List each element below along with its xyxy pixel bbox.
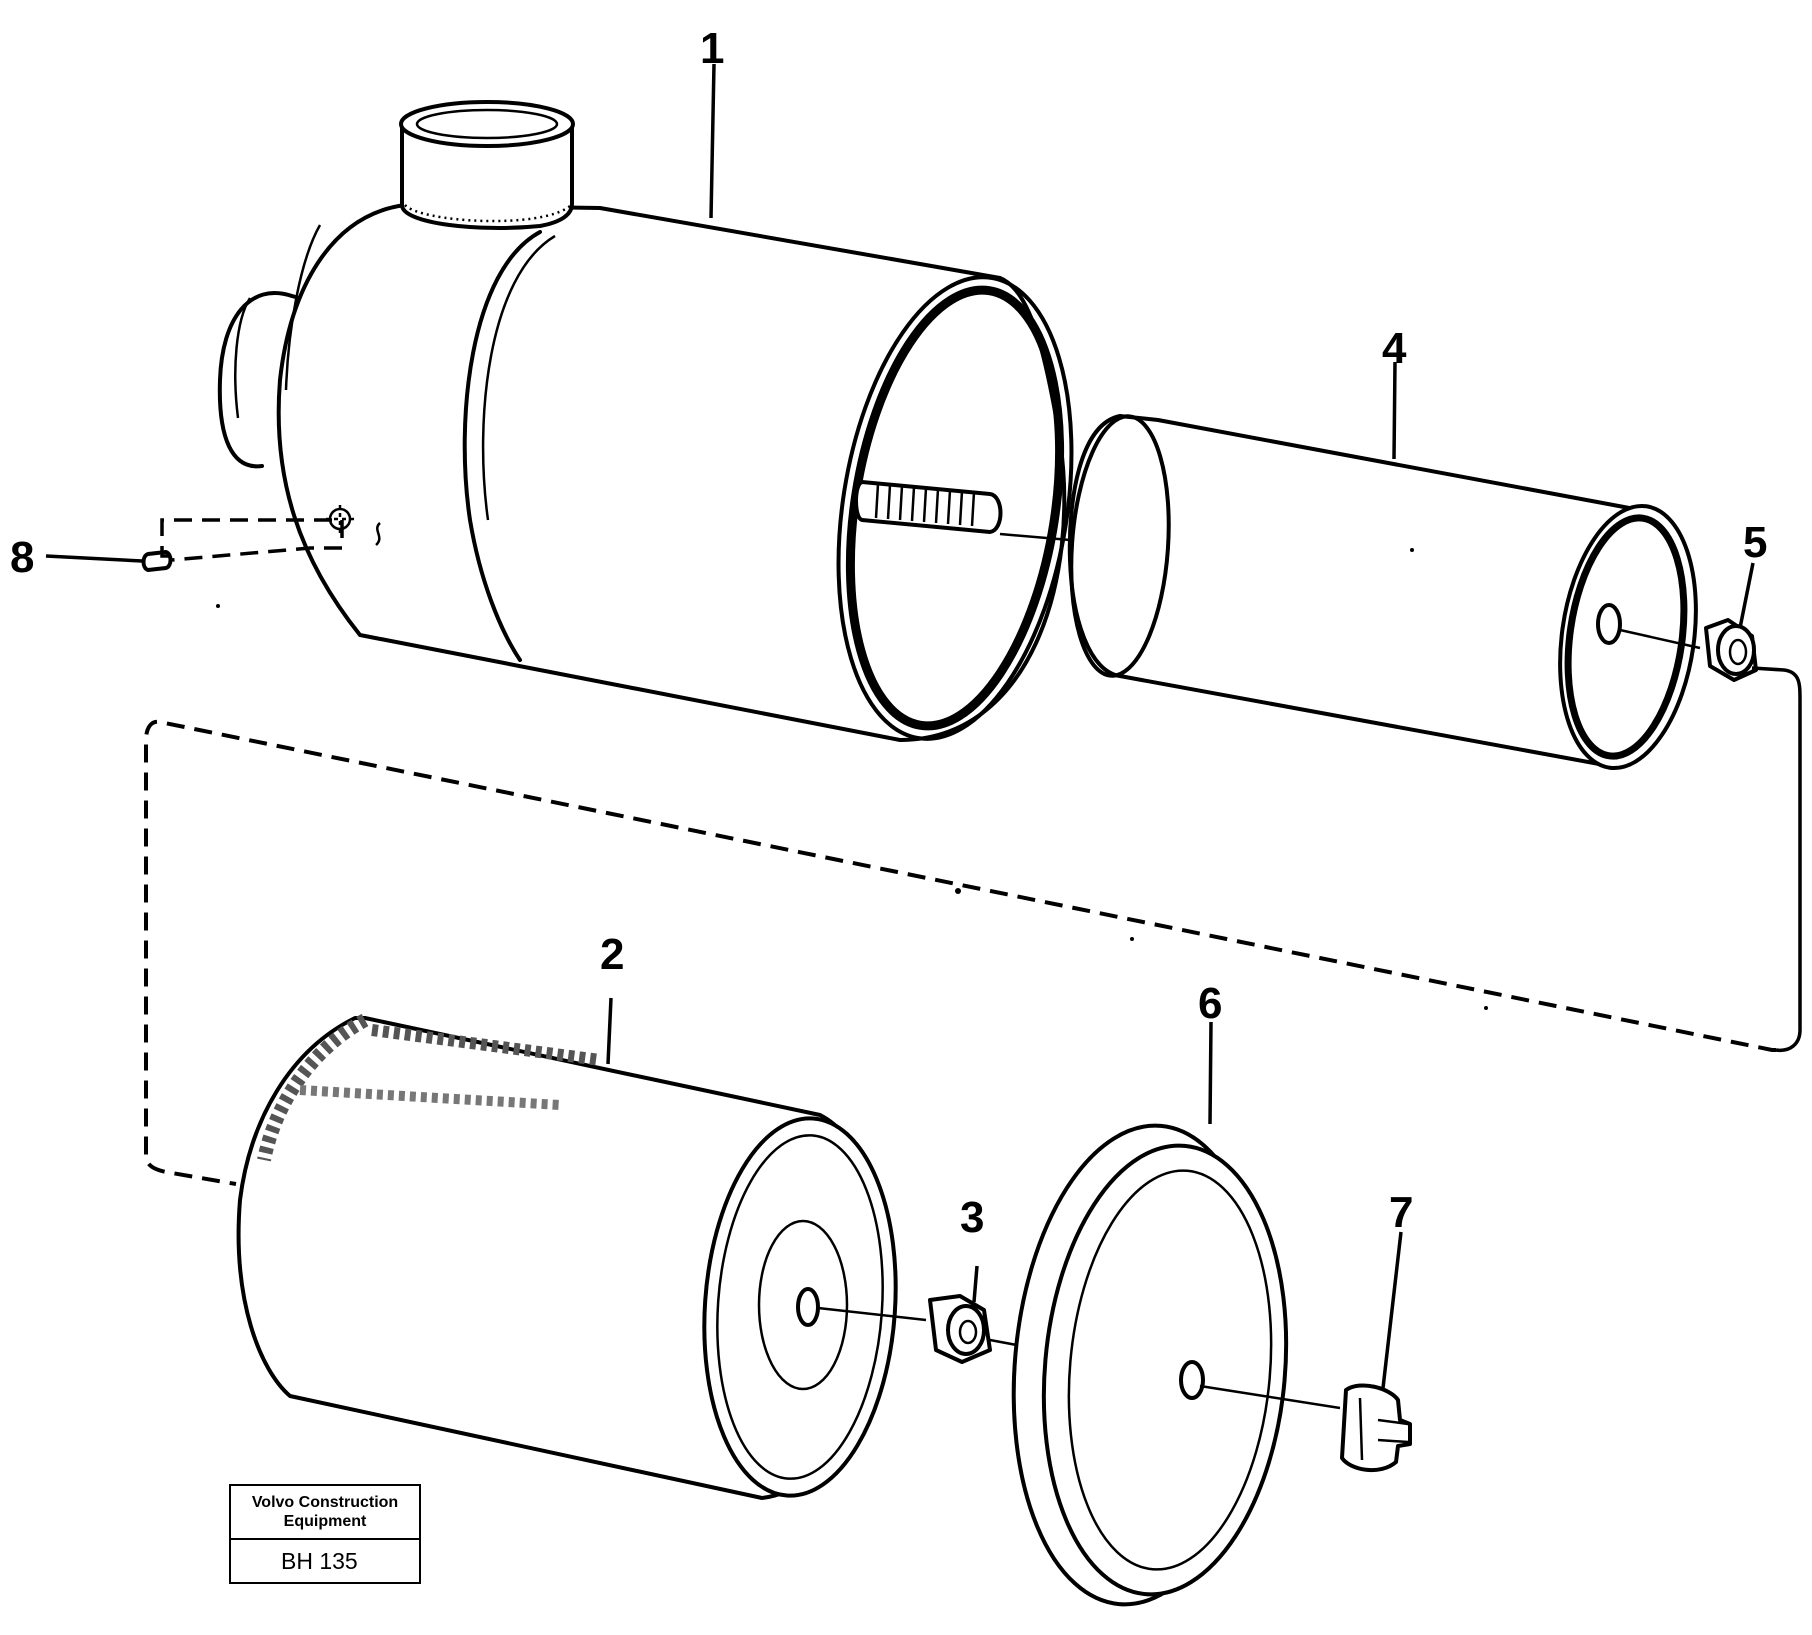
title-block: Volvo Construction Equipment BH 135 xyxy=(229,1484,421,1584)
cover xyxy=(1011,1123,1289,1607)
callout-8: 8 xyxy=(10,533,34,582)
title-block-code: BH 135 xyxy=(281,1547,358,1574)
assembly-path-line xyxy=(144,719,1776,1186)
wing-nut xyxy=(1199,1383,1412,1473)
callout-6: 6 xyxy=(1198,979,1222,1028)
callout-1: 1 xyxy=(700,24,724,73)
nut-part-5 xyxy=(1619,618,1802,1053)
callout-leaders xyxy=(45,63,1755,1389)
print-specks xyxy=(216,548,1488,1010)
air-cleaner-housing xyxy=(217,100,1074,742)
valve xyxy=(141,518,344,572)
safety-filter-element xyxy=(999,414,1698,771)
callout-4: 4 xyxy=(1382,324,1407,373)
callout-7: 7 xyxy=(1389,1188,1413,1237)
callout-5: 5 xyxy=(1743,518,1767,567)
main-filter-element xyxy=(236,1013,898,1500)
callout-3: 3 xyxy=(960,1193,984,1242)
nut-part-3 xyxy=(817,1294,1023,1364)
title-block-company: Volvo Construction Equipment xyxy=(231,1486,419,1540)
callout-2: 2 xyxy=(600,930,624,979)
